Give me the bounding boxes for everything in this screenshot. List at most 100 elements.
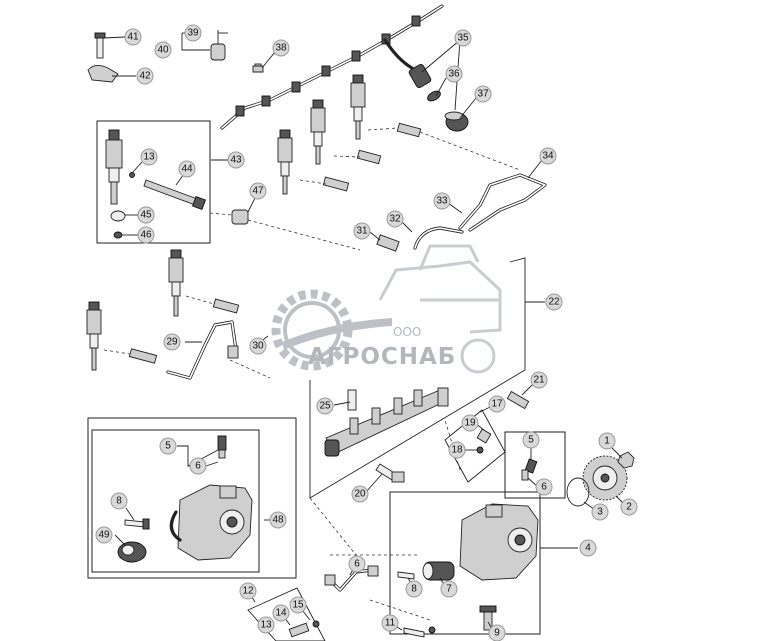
callout-12: 12 [239,582,257,600]
callout-36: 36 [445,65,463,83]
svg-text:39: 39 [187,28,199,39]
agrosnab-watermark: ООО АГРОСНАБ [271,244,502,374]
callout-17: 17 [488,395,506,413]
callout-5-right: 5 [522,431,540,449]
callout-37: 37 [474,85,492,103]
svg-text:6: 6 [195,461,201,472]
callout-40: 40 [154,41,172,59]
svg-text:9: 9 [494,628,500,639]
svg-text:42: 42 [139,71,151,82]
svg-text:12: 12 [242,586,254,597]
callout-42: 42 [136,67,154,85]
harvester-logo-icon [378,244,502,374]
pipe-34 [458,173,547,232]
svg-text:18: 18 [451,445,463,456]
callout-2: 2 [620,498,638,516]
svg-text:6: 6 [354,559,360,570]
svg-text:20: 20 [354,489,366,500]
callout-6-right: 6 [535,478,553,496]
svg-text:11: 11 [385,618,396,629]
oring-3 [566,477,590,507]
detail-box-48-outer [87,417,297,579]
callout-20: 20 [351,485,369,503]
svg-text:49: 49 [98,530,110,541]
callout-13-top: 13 [140,148,158,166]
callout-13-bottom: 13 [257,616,275,634]
svg-text:33: 33 [436,196,448,207]
callout-47: 47 [249,182,267,200]
valve-49 [117,541,147,563]
washer-45 [110,210,126,222]
callout-4: 4 [579,539,597,557]
callout-25: 25 [316,397,334,415]
svg-text:21: 21 [533,375,545,386]
fitting-9 [479,605,497,631]
callout-6-left: 6 [189,457,207,475]
watermark-brand: АГРОСНАБ [308,344,456,370]
gear-logo-icon [271,289,392,371]
callout-34: 34 [539,147,557,165]
callout-35: 35 [454,29,472,47]
callout-30: 30 [249,337,267,355]
svg-text:8: 8 [411,584,417,595]
callout-31: 31 [353,222,371,240]
callout-14: 14 [272,604,290,622]
svg-text:38: 38 [275,43,287,54]
common-rail [324,387,449,457]
svg-text:2: 2 [626,502,632,513]
injector-in-box [105,129,123,205]
callout-22: 22 [545,293,563,311]
callout-49: 49 [95,526,113,544]
svg-text:14: 14 [275,608,287,619]
svg-text:15: 15 [292,600,304,611]
svg-text:4: 4 [585,543,591,554]
svg-text:6: 6 [541,482,547,493]
svg-text:48: 48 [272,515,284,526]
injector-set-upper [86,74,366,371]
assembly-lines [103,127,521,621]
svg-text:25: 25 [319,401,331,412]
watermark-company-form: ООО [393,325,421,339]
callout-38: 38 [272,39,290,57]
svg-text:29: 29 [166,337,178,348]
detail-box-4 [389,491,541,635]
rail-frame-22 [309,257,526,499]
bolt-20 [375,463,405,483]
high-pressure-pump-4 [459,503,539,581]
svg-text:7: 7 [446,584,452,595]
svg-text:43: 43 [230,155,242,166]
bolt-41 [94,32,106,59]
gear-2 [582,455,628,501]
bolt-11 [403,626,436,638]
callouts: 1 2 3 4 5 6 5 6 6 7 8 8 9 11 12 13 13 14… [95,24,638,641]
svg-text:5: 5 [165,441,171,452]
svg-text:31: 31 [356,226,368,237]
callout-6-pipe: 6 [348,555,366,573]
callout-15-bottom: 15 [289,596,307,614]
actuator-7 [422,561,455,581]
callout-18: 18 [448,441,466,459]
svg-text:46: 46 [140,230,152,241]
pipe-29 [166,320,239,380]
callout-48: 48 [269,511,287,529]
seal-ring-36 [427,90,441,102]
svg-text:13: 13 [143,152,155,163]
callout-9: 9 [488,624,506,641]
pipe-6 [324,565,379,592]
pipe-fittings [128,122,422,364]
callout-7: 7 [440,580,458,598]
oring-13 [129,172,135,178]
svg-text:45: 45 [140,210,152,221]
sensor-5-right [521,458,538,481]
svg-text:44: 44 [181,164,193,175]
svg-text:17: 17 [491,399,503,410]
callout-33: 33 [433,192,451,210]
svg-text:8: 8 [116,496,122,507]
callout-8-left: 8 [110,492,128,510]
svg-text:30: 30 [252,341,264,352]
clamp-42 [87,65,119,83]
bracket-40 [210,30,226,61]
svg-text:13: 13 [260,620,272,631]
svg-text:36: 36 [448,69,460,80]
callout-21: 21 [530,371,548,389]
